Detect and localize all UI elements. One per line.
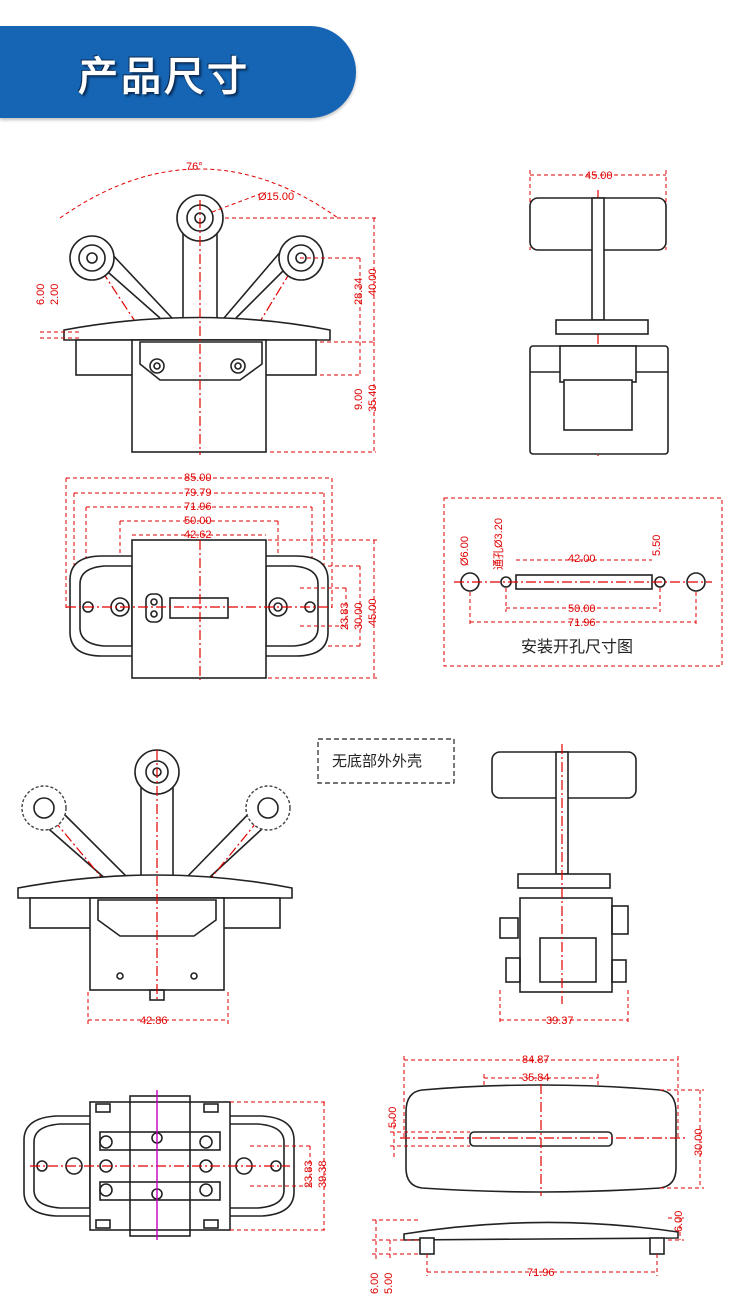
lower-top-h1-label: 23.83 <box>303 1160 315 1188</box>
lower-side-width-label: 39.37 <box>546 1015 574 1027</box>
dim-6-label: 6.00 <box>35 284 47 305</box>
plate-h-left-label: 5.00 <box>387 1107 399 1128</box>
plate-side-view: 6.00 71.96 6.00 5.00 <box>369 1211 685 1294</box>
dim-2-label: 2.00 <box>49 284 61 305</box>
plate-h-right-label: 30.00 <box>693 1128 705 1156</box>
lower-front-view: 42.86 <box>17 749 293 1027</box>
dim-2834-label: 28.34 <box>353 277 365 305</box>
no-base-label-box: 无底部外外壳 <box>317 738 455 784</box>
knob-diameter-label: Ø15.00 <box>258 191 294 203</box>
span-50-label: 50.00 <box>568 603 596 615</box>
plate-side-h-label: 6.00 <box>673 1211 685 1232</box>
dim-40-label: 40.00 <box>367 268 379 296</box>
slot-length-label: 42.00 <box>568 553 596 565</box>
span-7196-label: 71.96 <box>568 617 596 629</box>
lower-front-width-label: 42.86 <box>140 1015 168 1027</box>
top-w4-label: 50.00 <box>184 515 212 527</box>
dim-9-label: 9.00 <box>353 389 365 410</box>
plate-side-h1-label: 6.00 <box>369 1273 381 1294</box>
no-base-label: 无底部外外壳 <box>332 752 422 770</box>
top-w1-label: 85.00 <box>184 472 212 484</box>
hole-diameter-label: Ø6.00 <box>459 536 471 566</box>
slot-width-label: 5.50 <box>651 535 663 556</box>
through-hole-label: 通孔Ø3.20 <box>492 518 505 570</box>
top-w5-label: 42.62 <box>184 529 212 541</box>
plate-w1-label: 84.87 <box>522 1054 550 1066</box>
lower-side-view: 39.37 <box>491 744 637 1027</box>
cutout-caption: 安装开孔尺寸图 <box>521 637 633 656</box>
plate-side-h2-label: 5.00 <box>383 1273 395 1294</box>
top-h2-label: 30.00 <box>353 602 365 630</box>
page-title: 产品尺寸 <box>78 54 250 100</box>
top-h1-label: 23.83 <box>339 602 351 630</box>
dim-354-label: 35.40 <box>367 384 379 412</box>
plate-w2-label: 35.84 <box>522 1072 550 1084</box>
top-view: 85.00 79.79 71.96 50.00 42.62 <box>65 472 379 680</box>
lower-top-view: 23.83 39.38 <box>23 1090 329 1240</box>
top-w3-label: 71.96 <box>184 501 212 513</box>
cutout-drawing: Ø6.00 通孔Ø3.20 42.00 5.50 50.00 71.96 安装开… <box>443 497 723 667</box>
lower-top-h2-label: 39.38 <box>317 1160 329 1188</box>
front-view: 76° Ø15.00 6.00 2.00 <box>35 161 379 455</box>
title-banner: 产品尺寸 <box>0 26 356 118</box>
top-w2-label: 79.79 <box>184 487 212 499</box>
plate-top-view: 84.87 35.84 5.00 30.00 <box>387 1054 705 1196</box>
side-view: 45.00 <box>529 170 669 456</box>
top-h3-label: 45.00 <box>367 598 379 626</box>
side-width-label: 45.00 <box>585 170 613 182</box>
arc-angle-label: 76° <box>186 161 203 173</box>
plate-side-w-label: 71.96 <box>527 1267 555 1279</box>
